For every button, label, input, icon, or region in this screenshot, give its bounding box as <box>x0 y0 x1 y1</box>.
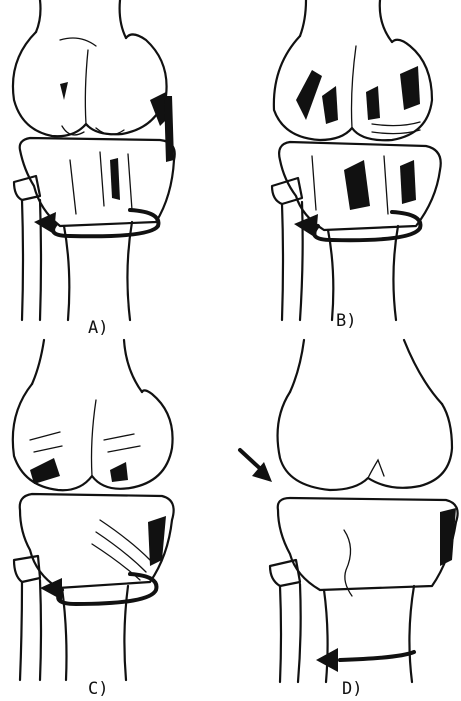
rotation-arrow-icon <box>58 574 156 604</box>
panel-c: C) <box>13 340 174 699</box>
panel-label-d: D) <box>342 679 362 699</box>
panel-d: D) <box>240 340 458 699</box>
panel-label-c: C) <box>88 679 108 699</box>
panel-b: B) <box>272 0 441 331</box>
panel-a: A) <box>13 0 175 338</box>
panel-label-a: A) <box>88 318 108 338</box>
panel-label-b: B) <box>336 311 356 331</box>
rotation-arrow-icon <box>340 652 414 660</box>
